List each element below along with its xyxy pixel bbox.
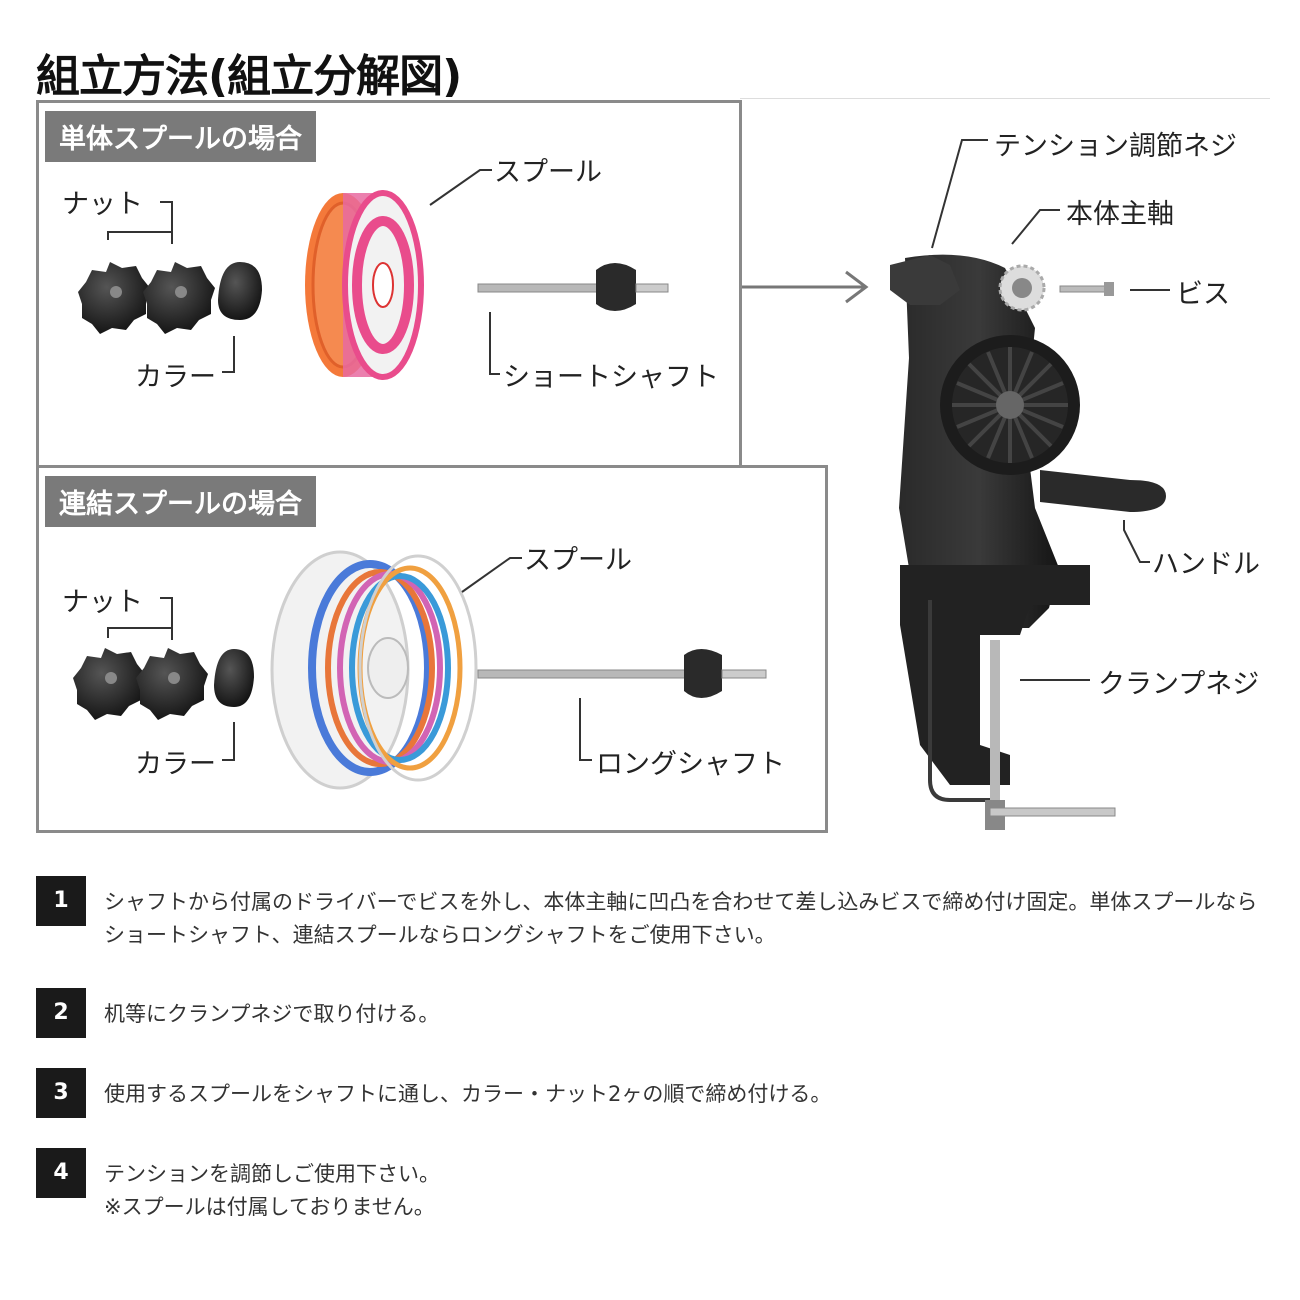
nut-icon — [136, 648, 208, 720]
label-nut-linked: ナット — [62, 587, 143, 618]
line-winder-device — [890, 254, 1166, 830]
label-clamp-screw: クランプネジ — [1098, 669, 1260, 700]
label-spool-single: スプール — [494, 157, 602, 188]
long-shaft-icon — [477, 649, 767, 698]
step-number: 4 — [36, 1148, 86, 1198]
step-note: ※スプールは付属しておりません。 — [104, 1195, 435, 1219]
panel-single-heading: 単体スプールの場合 — [45, 111, 316, 162]
step-text: 机等にクランプネジで取り付ける。 — [104, 1002, 440, 1026]
panel-linked-spool: 連結スプールの場合 — [36, 465, 828, 833]
label-collar-linked: カラー — [135, 749, 216, 780]
collar-icon — [218, 262, 262, 320]
collar-icon — [214, 649, 254, 707]
label-long-shaft: ロングシャフト — [596, 749, 785, 780]
nut-icon — [73, 648, 145, 720]
spool-single-icon — [305, 190, 424, 380]
divider-line — [740, 98, 1270, 99]
label-nut-single: ナット — [62, 189, 143, 220]
spool-linked-icon — [270, 550, 478, 790]
label-short-shaft: ショートシャフト — [503, 362, 719, 393]
nut-icon — [78, 262, 150, 334]
label-handle: ハンドル — [1152, 549, 1260, 580]
step-text-main: テンションを調節しご使用下さい。 — [104, 1162, 440, 1186]
step-number: 2 — [36, 988, 86, 1038]
step-number: 3 — [36, 1068, 86, 1118]
panel-linked-heading: 連結スプールの場合 — [45, 476, 316, 527]
step-text: 使用するスプールをシャフトに通し、カラー・ナット2ヶの順で締め付ける。 — [104, 1082, 832, 1106]
label-tension-screw: テンション調節ネジ — [994, 131, 1237, 162]
nut-icon — [143, 262, 215, 334]
page-title: 組立方法(組立分解図) — [36, 51, 462, 102]
label-spool-linked: スプール — [524, 545, 632, 576]
step-text: シャフトから付属のドライバーでビスを外し、本体主軸に凹凸を合わせて差し込みビスで… — [104, 890, 1258, 947]
step-text: テンションを調節しご使用下さい。 ※スプールは付属しておりません。 — [104, 1158, 1264, 1224]
step-number: 1 — [36, 876, 86, 926]
label-screw: ビス — [1176, 279, 1230, 310]
label-main-shaft: 本体主軸 — [1066, 199, 1174, 230]
label-collar-single: カラー — [135, 362, 216, 393]
arrow-right-icon — [742, 270, 869, 304]
short-shaft-icon — [477, 263, 669, 311]
